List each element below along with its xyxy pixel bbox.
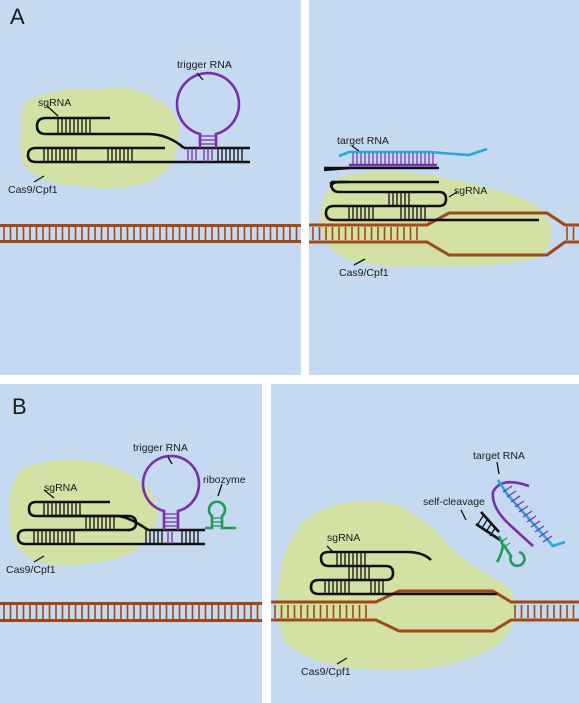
- sgrna-lower-arm: [26, 146, 250, 164]
- ribozyme-label: ribozyme: [203, 474, 246, 486]
- sgrna-label: sgRNA: [44, 482, 78, 494]
- cas9-cpf1-label: Cas9/Cpf1: [6, 564, 56, 576]
- target-pairing-rungs: [502, 485, 553, 543]
- sgrna-lower-arm: [16, 528, 205, 546]
- dna-backbone-top: [309, 211, 579, 227]
- dna-backbone-top: [0, 224, 301, 227]
- label-leaders: [326, 461, 500, 665]
- trigger-paired-rungs: [167, 530, 173, 544]
- ribozyme-strand: [205, 500, 236, 530]
- panel-b-right: target RNA self-cleavage sgRNA Cas9/Cpf1: [271, 384, 579, 703]
- dna-backbone-bottom: [271, 618, 579, 633]
- sgrna-hairpin-rungs: [43, 118, 243, 162]
- label-leaders: [33, 456, 223, 563]
- cas9-protein-blob: [9, 459, 158, 566]
- target-rna-label: target RNA: [473, 450, 525, 462]
- sgrna-5prime-end: [323, 166, 350, 172]
- cleaved-fragment-rungs: [477, 515, 496, 537]
- trigger-rna-paired-rungs: [187, 148, 213, 162]
- dna-backbone-top: [0, 602, 262, 605]
- dna-rungs-right: [514, 605, 575, 618]
- self-cleavage-label: self-cleavage: [423, 496, 485, 508]
- trigger-rna-stem-rungs: [200, 135, 216, 145]
- sgrna-upper-arm: [35, 116, 185, 149]
- ribozyme-rungs: [212, 517, 222, 527]
- sgrna-upper-arm: [27, 500, 149, 532]
- dna-backbone-bottom: [0, 240, 301, 243]
- dna-backbone-bottom: [0, 619, 262, 622]
- cleaved-fragment-strand: [475, 511, 504, 544]
- sgrna-upper-loop: [329, 180, 349, 188]
- panel-a-right-diagram: [309, 145, 579, 267]
- panel-letter: A: [10, 4, 25, 29]
- panel-b-left: B sgRNA trigger RNA ribozyme Cas9/Cpf1: [0, 384, 262, 703]
- dna-backbone-bottom: [309, 240, 579, 257]
- sgrna-label: sgRNA: [327, 532, 361, 544]
- panel-a-left: A sgRNA trigger RNA Cas9/Cpf1: [0, 0, 301, 375]
- sgrna-hairpin-rungs: [348, 192, 426, 220]
- target-rna-label: target RNA: [337, 135, 389, 147]
- target-rna-strand: [338, 147, 488, 158]
- cas9-cpf1-label: Cas9/Cpf1: [8, 184, 58, 196]
- label-leaders: [351, 145, 458, 266]
- dna-rungs: [3, 605, 259, 619]
- dna-rungs: [3, 227, 298, 240]
- ribozyme-rungs: [500, 537, 511, 548]
- sgrna-label: sgRNA: [38, 97, 72, 109]
- panel-b-left-diagram: [0, 454, 262, 622]
- target-rna-strand: [496, 479, 566, 548]
- panel-letter: B: [12, 394, 27, 419]
- sgrna-label: sgRNA: [454, 185, 488, 197]
- dna-rungs-right: [566, 227, 575, 240]
- sgrna-hairpin-rungs: [33, 502, 199, 544]
- panel-a-left-diagram: [0, 71, 301, 243]
- sgrna-arms: [309, 550, 497, 596]
- panel-a-right: target RNA sgRNA Cas9/Cpf1: [309, 0, 579, 375]
- cas9-cpf1-label: Cas9/Cpf1: [339, 267, 389, 279]
- sgrna-hairpin-rungs: [324, 552, 384, 594]
- dna-rungs-left: [274, 605, 367, 618]
- trigger-rna-stem-rungs: [164, 513, 178, 527]
- sgrna-arms: [324, 166, 539, 222]
- ribozyme-strand: [495, 535, 526, 568]
- trigger-rna-loop: [141, 454, 201, 530]
- target-pairing-rungs: [352, 153, 434, 165]
- panel-b-right-diagram: [271, 461, 579, 671]
- dna-backbone-top: [271, 589, 579, 604]
- dna-rungs-left: [312, 227, 418, 240]
- trigger-rna-loop: [175, 71, 241, 148]
- sgrna-inner-loop: [120, 514, 138, 532]
- label-leaders: [33, 72, 204, 183]
- cas9-cpf1-label: Cas9/Cpf1: [301, 666, 351, 678]
- trigger-rna-label: trigger RNA: [133, 442, 188, 454]
- cas9-protein-blob: [277, 500, 515, 671]
- trigger-rna-label: trigger RNA: [177, 59, 232, 71]
- trigger-rna-strand: [491, 480, 534, 547]
